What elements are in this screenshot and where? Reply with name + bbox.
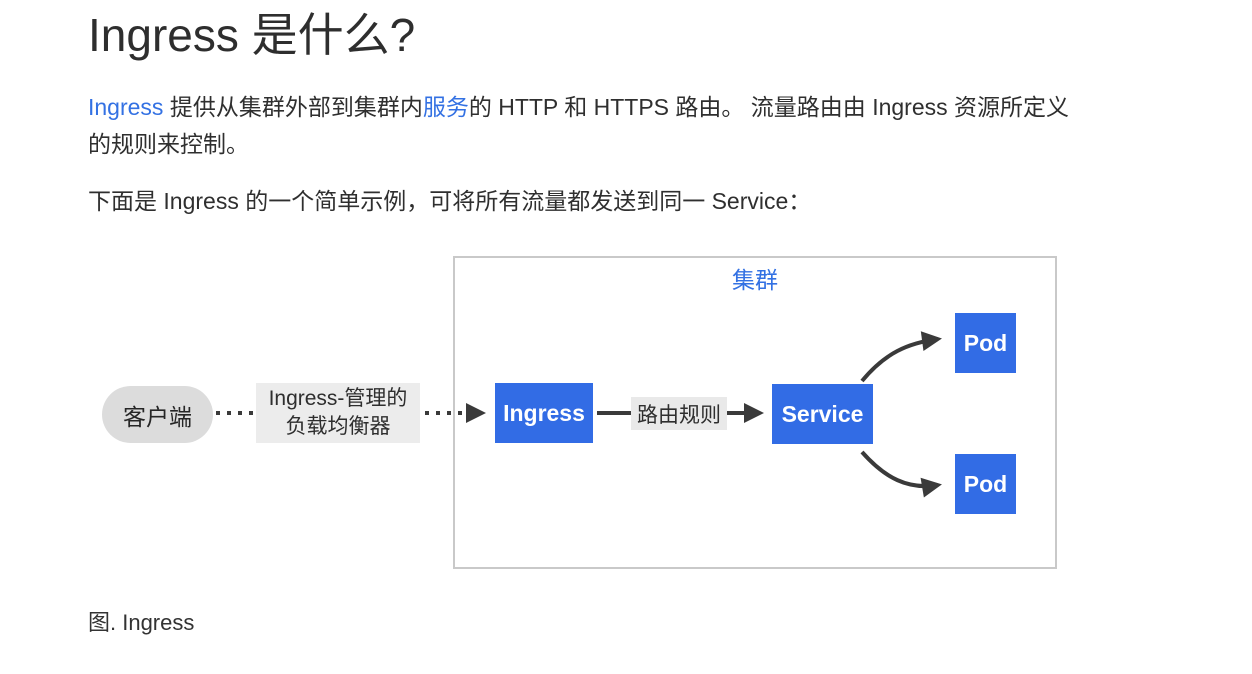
ingress-link[interactable]: Ingress [88, 94, 164, 120]
service-node: Service [772, 384, 873, 444]
cluster-label: 集群 [732, 267, 778, 293]
intro-text-a: 提供从集群外部到集群内 [163, 94, 423, 120]
ingress-node: Ingress [495, 383, 593, 443]
client-node: 客户端 [102, 386, 213, 443]
intro-text-b: 的 HTTP 和 HTTPS 路由。 流量路由由 Ingress 资源所定义的规… [88, 94, 1070, 157]
page-title: Ingress 是什么? [88, 9, 416, 61]
load-balancer-label: Ingress-管理的 负载均衡器 [256, 383, 420, 443]
intro-paragraph: Ingress 提供从集群外部到集群内服务的 HTTP 和 HTTPS 路由。 … [88, 89, 1080, 163]
service-link[interactable]: 服务 [422, 94, 469, 120]
example-paragraph: 下面是 Ingress 的一个简单示例，可将所有流量都发送到同一 Service… [88, 188, 812, 214]
pod-node-top: Pod [955, 313, 1016, 373]
load-balancer-label-line2: 负载均衡器 [285, 415, 391, 438]
pod-node-bottom: Pod [955, 454, 1016, 514]
cluster-boundary-box [453, 256, 1057, 569]
routing-rules-label: 路由规则 [631, 397, 727, 430]
figure-caption: 图. Ingress [88, 610, 195, 635]
ingress-diagram: 集群 客户端 Ingress-管理的 负载均衡器 Ingress 路由规则 Se… [0, 250, 1160, 580]
load-balancer-label-line1: Ingress-管理的 [268, 387, 408, 410]
